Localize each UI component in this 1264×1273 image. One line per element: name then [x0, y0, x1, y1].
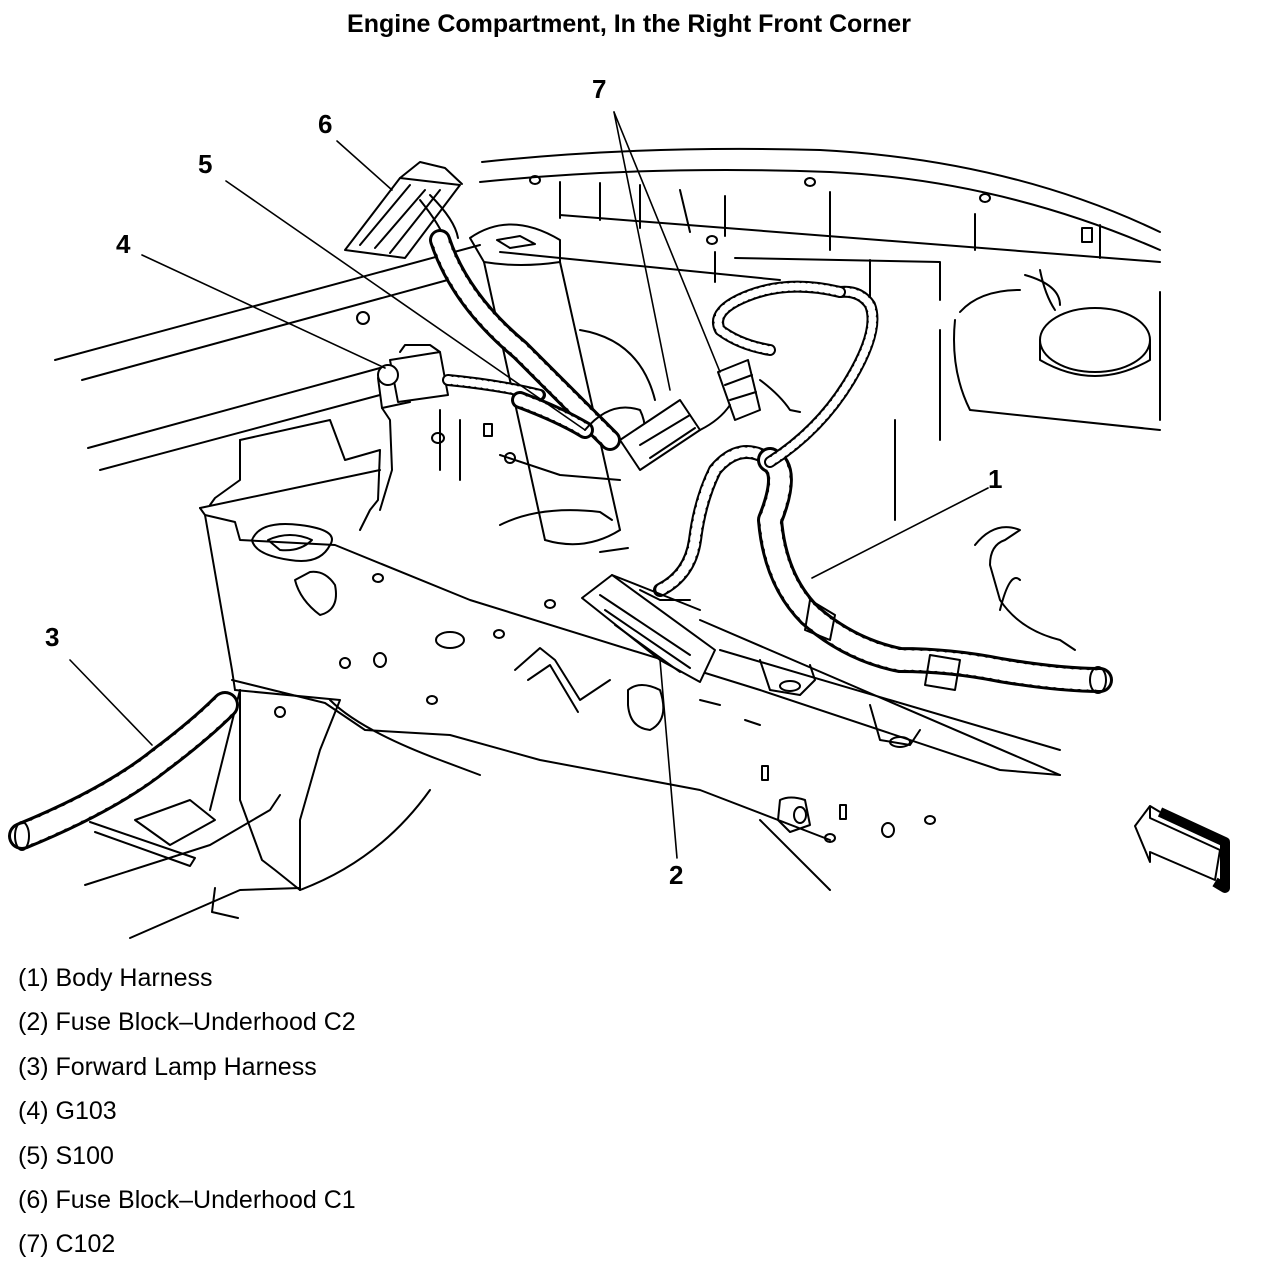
lower-right-panel [700, 620, 1060, 890]
inner-rails [55, 245, 780, 470]
callout-leader-lines [70, 112, 988, 858]
callout-5: 5 [198, 149, 212, 179]
front-frame-rail [200, 508, 1060, 890]
body-harness-conduit [660, 287, 1106, 693]
legend-item: (3) Forward Lamp Harness [18, 1052, 317, 1081]
callout-3: 3 [45, 622, 59, 652]
fuse-block-c2-connector [582, 575, 715, 682]
front-direction-arrow-icon [1135, 806, 1225, 888]
component-legend: (1) Body Harness (2) Fuse Block–Underhoo… [18, 962, 356, 1273]
right-components [895, 270, 1160, 650]
legend-item: (5) S100 [18, 1141, 114, 1170]
cowl-panel [480, 149, 1160, 300]
legend-item: (4) G103 [18, 1097, 117, 1126]
legend-item: (6) Fuse Block–Underhood C1 [18, 1185, 356, 1214]
legend-item: (1) Body Harness [18, 964, 213, 992]
engine-compartment-drawing: 1 2 3 4 5 6 7 [0, 74, 1264, 950]
legend-item: (7) C102 [18, 1230, 116, 1259]
callout-4: 4 [116, 229, 131, 259]
callout-6: 6 [318, 109, 332, 139]
callout-7: 7 [592, 74, 606, 104]
callout-1: 1 [988, 464, 1002, 494]
fuse-block-c1-connector [345, 162, 610, 440]
bumper-bracket [85, 795, 300, 938]
page-title: Engine Compartment, In the Right Front C… [347, 10, 911, 38]
c102-connector [620, 360, 800, 470]
fender-apron [200, 312, 628, 552]
legend-item: (2) Fuse Block–Underhood C2 [18, 1008, 356, 1037]
forward-lamp-harness-conduit [15, 705, 225, 850]
callout-2: 2 [669, 860, 683, 890]
